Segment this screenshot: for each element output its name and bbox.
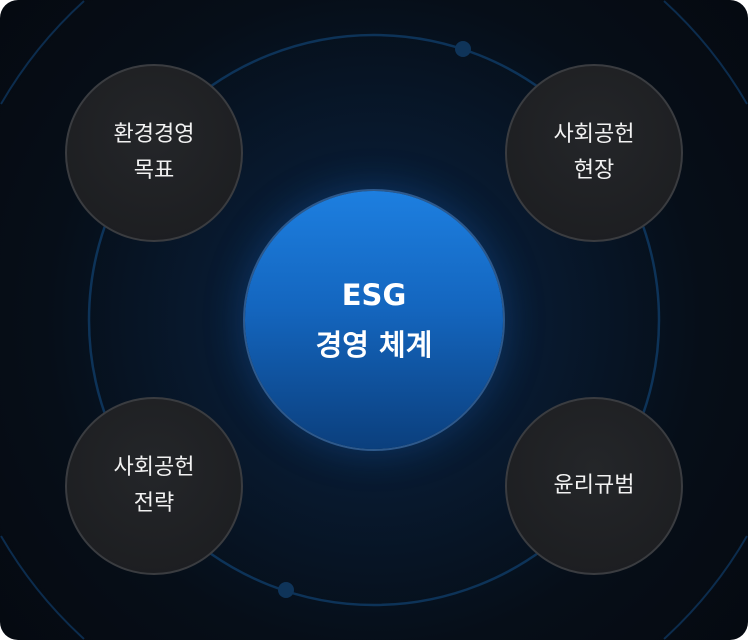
node-social-strategy: 사회공헌 전략 [65,397,243,575]
node-environment-goal: 환경경영 목표 [65,64,243,242]
center-title: ESG [341,278,407,312]
node-label: 환경경영 [113,122,195,147]
orbit-dot-top [455,41,471,57]
center-node-esg: ESG 경영 체계 [245,191,503,449]
node-social-field: 사회공헌 현장 [505,64,683,242]
node-ethics-code: 윤리규범 [505,397,683,575]
node-label: 사회공헌 [113,455,195,480]
center-subtitle: 경영 체계 [315,328,433,362]
node-label: 목표 [133,158,175,183]
inner-ring [87,33,661,607]
orbit-dot-bottom [278,582,294,598]
node-label: 현장 [573,158,615,183]
node-label: 전략 [133,491,175,516]
node-label: 사회공헌 [553,122,635,147]
node-label: 윤리규범 [553,473,635,498]
